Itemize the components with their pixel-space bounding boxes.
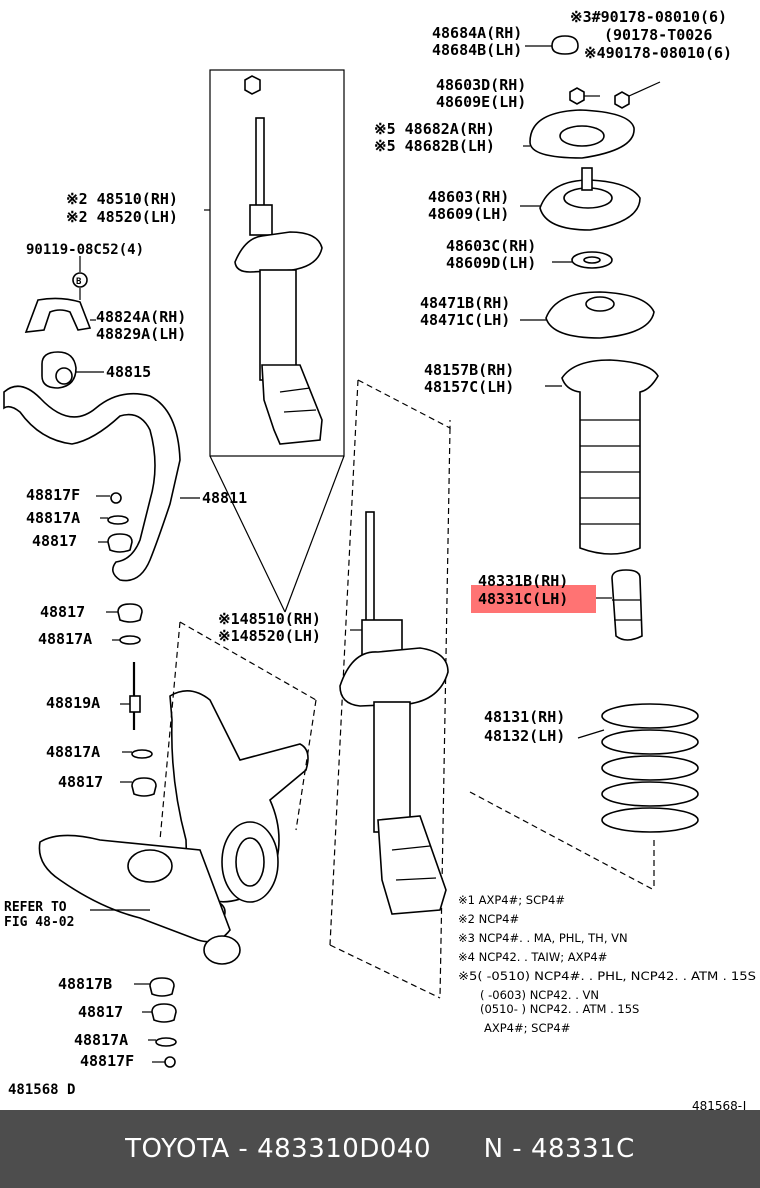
label-48157b: 48157B(RH) (424, 361, 514, 379)
note-6: ( -0603) NCP42. . VN (480, 988, 599, 1002)
label-48157c: 48157C(LH) (424, 378, 514, 396)
label-48131: 48131(RH) (484, 708, 565, 726)
right-stack-drawing (469, 35, 699, 891)
note-2: ※2 NCP4# (458, 912, 519, 926)
note-5: ※5( -0510) NCP4#. . PHL, NCP42. . ATM . … (458, 969, 756, 983)
label-90178-b: (90178-T0026 (604, 26, 712, 44)
label-48684b: 48684B(LH) (432, 41, 522, 59)
label-90178-c: ※490178-08010(6) (584, 44, 732, 62)
note-3: ※3 NCP4#. . MA, PHL, TH, VN (458, 931, 628, 945)
label-48817-2: 48817 (40, 603, 85, 621)
note-4: ※4 NCP42. . TAIW; AXP4# (458, 950, 607, 964)
diagram-code-right: 481568-J (692, 1099, 746, 1110)
label-48817-4: 48817 (78, 1003, 123, 1021)
footer-brand: TOYOTA (125, 1134, 230, 1164)
notes-block: ※1 AXP4#; SCP4# ※2 NCP4# ※3 NCP4#. . MA,… (458, 893, 756, 1035)
label-48603: 48603(RH) (428, 188, 509, 206)
label-48817f-1: 48817F (26, 486, 80, 504)
label-90119: 90119-08C52(4) (26, 242, 144, 258)
leader-lines (90, 45, 612, 1063)
label-48603c: 48603C(RH) (446, 237, 536, 255)
inset-strut-drawing (234, 75, 323, 445)
footer-separator: - (229, 1134, 258, 1164)
label-48609d: 48609D(LH) (446, 254, 536, 272)
footer-gap (431, 1134, 484, 1164)
label-48471c: 48471C(LH) (420, 311, 510, 329)
label-48819a: 48819A (46, 694, 100, 712)
refer-text-2: FIG 48-02 (4, 915, 74, 930)
label-48510-rh-a: ※2 48510(RH) (66, 190, 178, 208)
inset-box (209, 69, 345, 457)
label-48520-lh-a: ※2 48520(LH) (66, 208, 178, 226)
label-48817b: 48817B (58, 975, 112, 993)
label-48811: 48811 (202, 489, 247, 507)
note-7: (0510- ) NCP42. . ATM . 15S (480, 1002, 639, 1016)
refer-text-1: REFER TO (4, 900, 67, 915)
label-48471b: 48471B(RH) (420, 294, 510, 312)
label-48824a: 48824A(RH) (96, 308, 186, 326)
label-48817a-4: 48817A (74, 1031, 128, 1049)
highlight-box (471, 585, 596, 613)
label-48603d: 48603D(RH) (436, 76, 526, 94)
label-48331c: 48331C(LH) (478, 590, 568, 608)
left-parts-drawing (3, 256, 317, 1068)
label-48609: 48609(LH) (428, 205, 509, 223)
label-48829a: 48829A(LH) (96, 325, 186, 343)
parts-diagram: 48684A(RH) 48684B(LH) ※3#90178-08010(6) … (3, 8, 756, 1110)
label-48817-1: 48817 (32, 532, 77, 550)
label-90178-a: ※3#90178-08010(6) (570, 8, 727, 26)
label-48817f-2: 48817F (80, 1052, 134, 1070)
circle-b-label: B (76, 277, 82, 287)
label-48815: 48815 (106, 363, 151, 381)
label-48682b: ※5 48682B(LH) (374, 137, 495, 155)
note-8: AXP4#; SCP4# (484, 1021, 570, 1035)
label-48817-3: 48817 (58, 773, 103, 791)
main-strut-drawing (339, 511, 449, 915)
label-48817a-2: 48817A (38, 630, 92, 648)
label-48684a: 48684A(RH) (432, 24, 522, 42)
label-48682a: ※5 48682A(RH) (374, 120, 495, 138)
label-48331b: 48331B(RH) (478, 572, 568, 590)
label-48510-rh-b: ※148510(RH) (218, 610, 321, 628)
label-48520-lh-b: ※148520(LH) (218, 627, 321, 645)
footer-part-name: N - 48331C (483, 1134, 635, 1164)
diagram-code-left: 481568 D (8, 1082, 75, 1098)
label-48609e: 48609E(LH) (436, 93, 526, 111)
note-1: ※1 AXP4#; SCP4# (458, 893, 565, 907)
label-48132: 48132(LH) (484, 727, 565, 745)
label-48817a-3: 48817A (46, 743, 100, 761)
footer-part-number: 483310D040 (257, 1134, 431, 1164)
part-info-footer: TOYOTA - 483310D040 N - 48331C (0, 1110, 760, 1188)
label-48817a-1: 48817A (26, 509, 80, 527)
